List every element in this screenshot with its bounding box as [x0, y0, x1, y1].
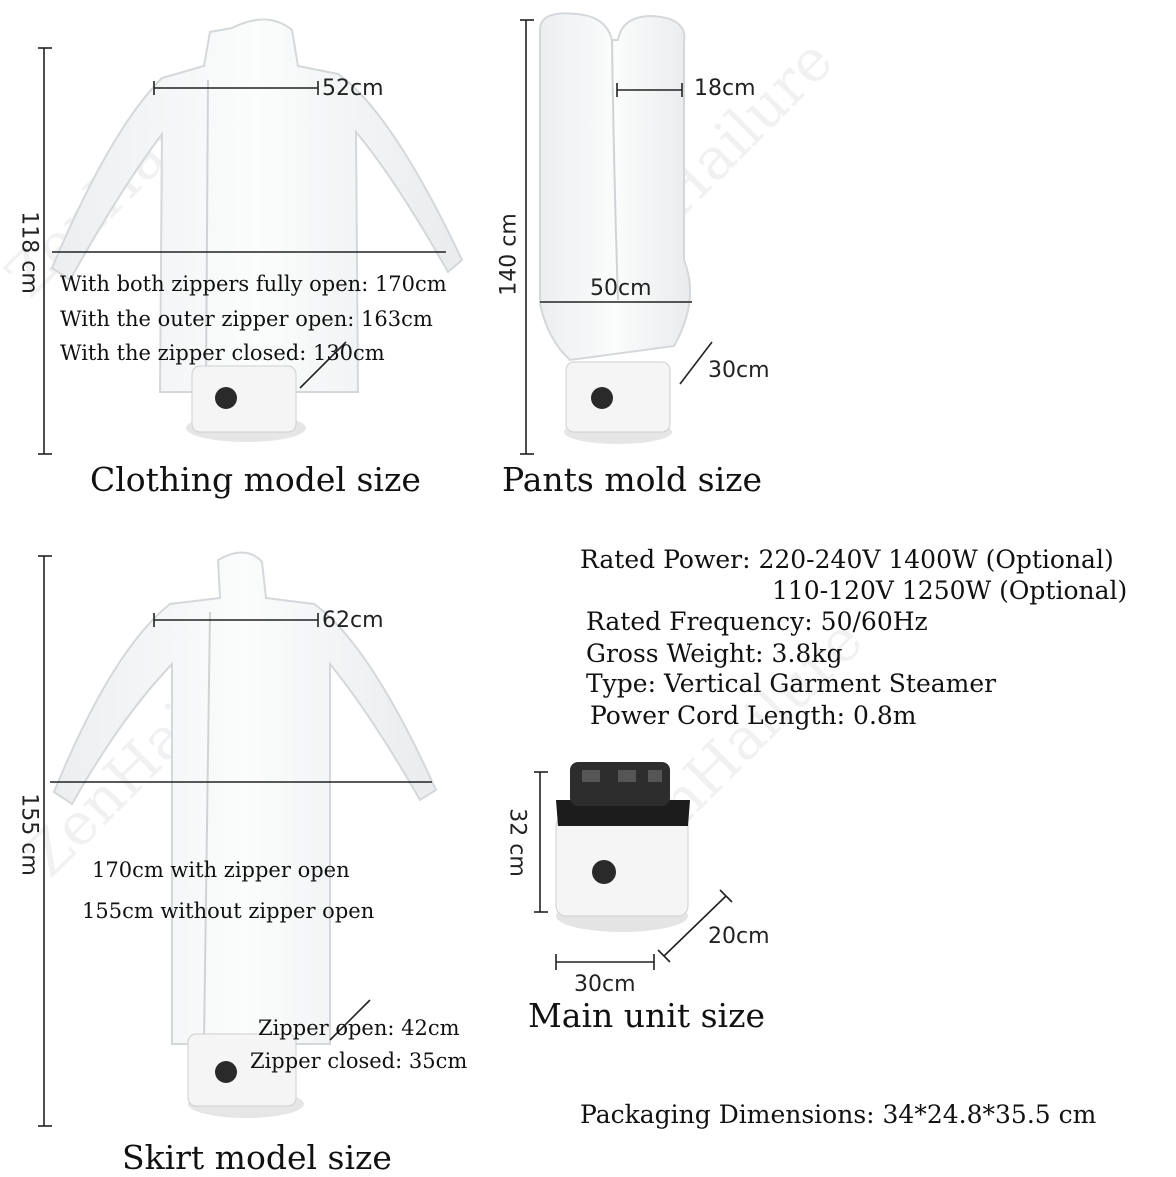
main-unit-height-label: 32 cm: [504, 808, 530, 877]
pants-mold-figure: [539, 12, 692, 362]
spec-power-cord: Power Cord Length: 0.8m: [590, 701, 917, 730]
main-unit-figure: [555, 762, 690, 932]
skirt-note-zipper-closed: 155cm without zipper open: [82, 899, 375, 923]
spec-gross-weight: Gross Weight: 3.8kg: [586, 639, 843, 668]
spec-rated-power-alt: 110-120V 1250W (Optional): [772, 576, 1128, 605]
spec-rated-frequency: Rated Frequency: 50/60Hz: [586, 607, 928, 636]
main-unit-width-label: 30cm: [574, 972, 636, 997]
skirt-main-unit: [187, 1033, 304, 1118]
pants-width-label: 50cm: [590, 276, 652, 301]
spec-rated-power: Rated Power: 220-240V 1400W (Optional): [580, 545, 1114, 574]
pants-depth-label: 30cm: [708, 358, 770, 383]
pants-main-unit: [564, 361, 672, 444]
main-unit-dimension-lines: [534, 771, 733, 970]
pants-dimension-lines: [520, 19, 713, 455]
pants-height-label: 140 cm: [496, 213, 522, 296]
skirt-model-title: Skirt model size: [122, 1138, 392, 1177]
skirt-height-label: 155 cm: [16, 793, 42, 876]
clothing-note-both-zippers: With both zippers fully open: 170cm: [60, 272, 447, 296]
spec-type: Type: Vertical Garment Steamer: [586, 669, 997, 698]
clothing-note-outer-zipper: With the outer zipper open: 163cm: [60, 307, 433, 331]
clothing-dimension-lines: [38, 47, 446, 455]
skirt-note-zipper-open: 170cm with zipper open: [92, 858, 350, 882]
clothing-model-figure: [50, 18, 464, 393]
skirt-zipper-open-width: Zipper open: 42cm: [258, 1016, 460, 1040]
clothing-width-label: 52cm: [322, 76, 384, 101]
skirt-model-figure: [52, 551, 438, 1045]
clothing-model-title: Clothing model size: [90, 460, 421, 499]
skirt-width-label: 62cm: [322, 608, 384, 633]
main-unit-title: Main unit size: [528, 996, 765, 1035]
skirt-dimension-lines: [38, 555, 432, 1127]
pants-mold-title: Pants mold size: [502, 460, 763, 499]
packaging-dimensions: Packaging Dimensions: 34*24.8*35.5 cm: [580, 1100, 1097, 1129]
clothing-main-unit: [186, 365, 306, 442]
clothing-note-zipper-closed: With the zipper closed: 130cm: [60, 341, 385, 365]
clothing-height-label: 118 cm: [16, 211, 42, 294]
pants-leg-width-label: 18cm: [694, 76, 756, 101]
main-unit-depth-label: 20cm: [708, 924, 770, 949]
skirt-zipper-closed-width: Zipper closed: 35cm: [250, 1049, 468, 1073]
